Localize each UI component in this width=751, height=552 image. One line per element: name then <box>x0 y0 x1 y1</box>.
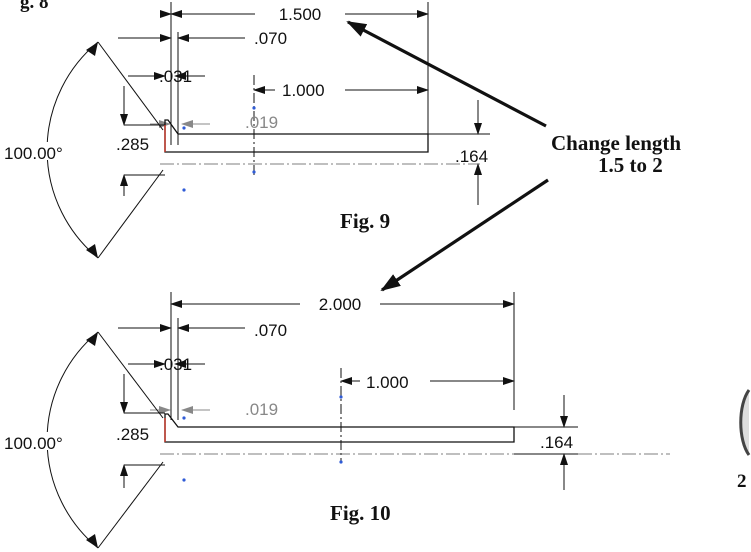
offset-dimension: .070 <box>254 321 287 340</box>
angle-leg <box>97 169 164 259</box>
angle-arrowhead <box>86 244 98 258</box>
small-dimension: .031 <box>159 355 192 374</box>
offset-dimension: .070 <box>254 29 287 48</box>
sketch-point <box>182 478 186 482</box>
figure-10: 2.000 .070 .031 1.000 .019 .285 100.00° <box>2 292 670 549</box>
sketch-point <box>339 395 343 399</box>
angle-leg <box>97 461 164 549</box>
callout-line-1: Change length <box>551 131 681 155</box>
step-dimension: 1.000 <box>282 81 325 100</box>
grey-dimension: .019 <box>245 113 278 132</box>
grey-dimension: .019 <box>245 400 278 419</box>
callout-arrow-down <box>380 178 549 292</box>
sketch-point <box>252 170 256 174</box>
sketch-point <box>182 188 186 192</box>
dia-dimension: .164 <box>455 147 488 166</box>
angle-leg <box>97 331 164 419</box>
dia-dimension: .164 <box>540 433 573 452</box>
angle-leg <box>97 41 164 131</box>
figure-9: 1.500 .070 .031 1.000 .019 .285 100.00° <box>2 2 490 259</box>
angle-arrowhead <box>86 332 98 346</box>
partial-heading: g. 8 <box>20 0 49 13</box>
step-dimension: 1.000 <box>366 373 409 392</box>
edge-label: 2 <box>737 471 747 492</box>
angle-label-bg <box>2 142 66 160</box>
callout-line-2: 1.5 to 2 <box>598 153 663 177</box>
angle-arrowhead <box>86 42 98 56</box>
angle-dimension: 100.00° <box>4 434 63 453</box>
sketch-point <box>252 106 256 110</box>
sketch-point <box>339 460 343 464</box>
figure-caption: Fig. 9 <box>340 209 390 233</box>
length-dimension: 1.500 <box>279 5 322 24</box>
height-dimension: .285 <box>116 135 149 154</box>
height-dimension: .285 <box>116 425 149 444</box>
angle-dimension: 100.00° <box>4 144 63 163</box>
angle-arrowhead <box>86 534 98 548</box>
callout-arrow-up <box>346 20 547 128</box>
part-profile <box>164 413 515 443</box>
figure-caption: Fig. 10 <box>330 501 391 525</box>
part-profile <box>164 119 429 153</box>
small-dimension: .031 <box>159 67 192 86</box>
change-length-callout: Change length 1.5 to 2 <box>346 20 681 292</box>
angle-label-bg <box>2 432 66 450</box>
sketch-point <box>182 416 186 420</box>
edge-fragment: 2 <box>737 389 751 492</box>
sketch-point <box>182 126 186 130</box>
cropped-part-image <box>739 389 751 456</box>
length-dimension: 2.000 <box>319 295 362 314</box>
